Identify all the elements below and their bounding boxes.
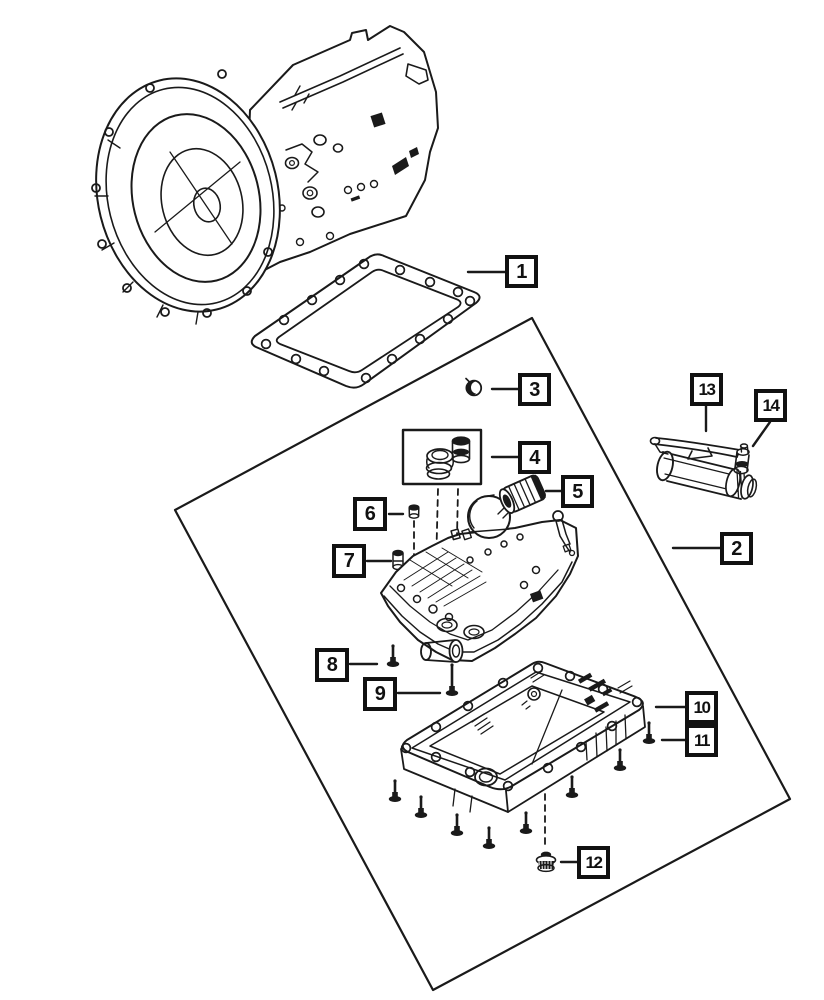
filter-cylinder [498,474,546,514]
damper-assembly [649,436,758,500]
detail-panel-border [173,316,792,992]
plug-item6 [408,504,420,519]
drain-plug [535,851,557,873]
callout-8[interactable]: 8 [315,648,349,682]
transmission-case [91,25,439,325]
callout-11[interactable]: 11 [685,724,718,757]
callout-9[interactable]: 9 [363,677,397,711]
callout-3[interactable]: 3 [518,373,551,406]
oil-pan [400,660,646,813]
callout-5[interactable]: 5 [561,475,594,508]
callout-10[interactable]: 10 [685,691,718,724]
callout-7[interactable]: 7 [332,544,366,578]
callout-14[interactable]: 14 [754,389,787,422]
callout-2[interactable]: 2 [720,532,753,565]
valve-body [380,494,579,663]
pan-gasket [250,253,481,389]
callout-12[interactable]: 12 [577,846,610,879]
callout-4[interactable]: 4 [518,441,551,474]
callout-1[interactable]: 1 [505,255,538,288]
seal-kit-box [401,428,483,486]
leader-lines [348,270,772,864]
callout-13[interactable]: 13 [690,373,723,406]
callout-6[interactable]: 6 [353,497,387,531]
plug-item3 [465,377,483,397]
